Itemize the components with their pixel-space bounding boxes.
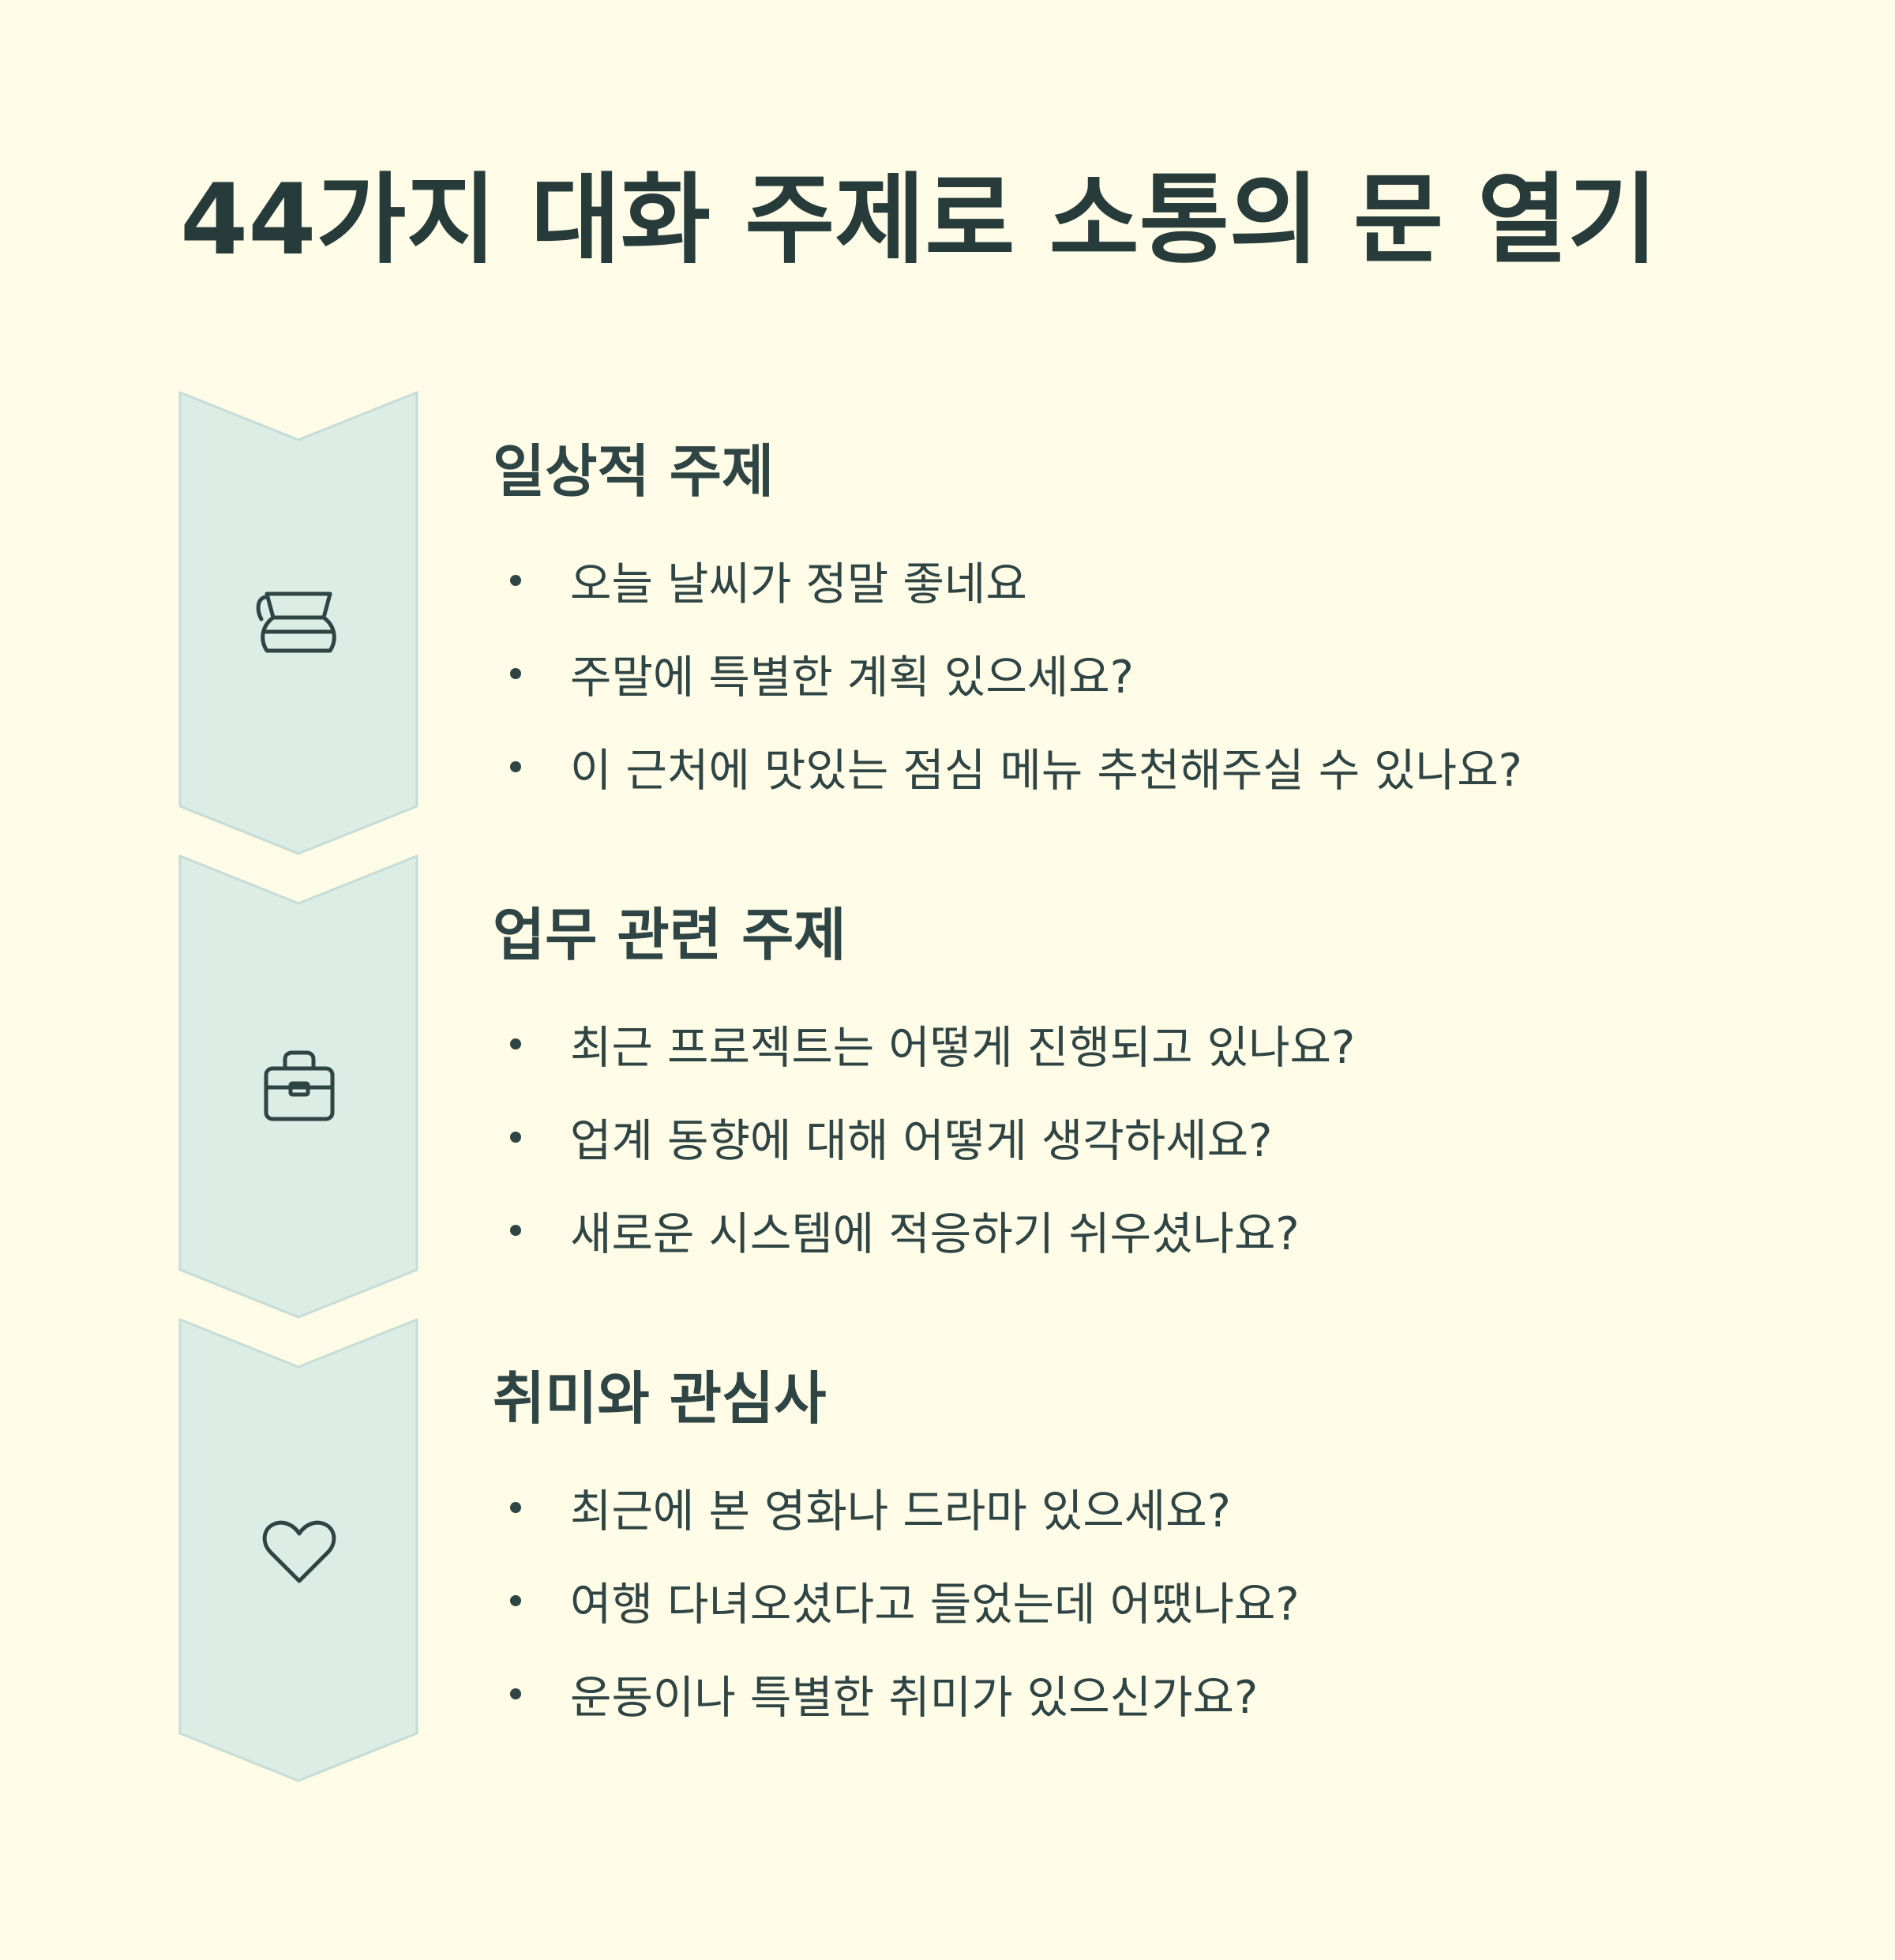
list-item-text: 운동이나 특별한 취미가 있으신가요?: [570, 1672, 1259, 1725]
list-item: 업계 동향에 대해 어떻게 생각하세요?: [493, 1091, 1835, 1184]
section-title: 일상적 주제: [493, 438, 775, 505]
list-item-text: 새로운 시스템에 적응하기 쉬우셨나요?: [570, 1208, 1300, 1261]
list-item-text: 최근에 본 영화나 드라마 있으세요?: [570, 1485, 1231, 1538]
chevron-step-1: [178, 391, 418, 855]
section-daily: 일상적 주제 오늘 날씨가 정말 좋네요 주말에 특별한 계획 있으세요? 이 …: [493, 437, 1835, 813]
section-title: 취미와 관심사: [493, 1365, 827, 1432]
bullet-dot: [510, 1038, 521, 1050]
list-item: 여행 다녀오셨다고 들었는데 어땠나요?: [493, 1554, 1835, 1647]
list-item: 주말에 특별한 계획 있으세요?: [493, 627, 1835, 720]
list-item: 운동이나 특별한 취미가 있으신가요?: [493, 1647, 1835, 1740]
bullet-dot: [510, 668, 521, 680]
chevron-step-2: [178, 854, 418, 1319]
page-title: 44가지 대화 주제로 소통의 문 열기: [180, 163, 1658, 277]
bullet-list: 최근에 본 영화나 드라마 있으세요? 여행 다녀오셨다고 들었는데 어땠나요?…: [493, 1461, 1835, 1740]
list-item: 이 근처에 맛있는 점심 메뉴 추천해주실 수 있나요?: [493, 720, 1835, 813]
chevron-step-3: [178, 1318, 418, 1782]
section-hobbies: 취미와 관심사 최근에 본 영화나 드라마 있으세요? 여행 다녀오셨다고 들었…: [493, 1365, 1835, 1740]
briefcase-icon: [264, 1050, 335, 1121]
coffee-pot-icon: [256, 591, 336, 653]
list-item-text: 이 근처에 맛있는 점심 메뉴 추천해주실 수 있나요?: [570, 745, 1522, 798]
heart-icon: [262, 1520, 336, 1583]
bullet-list: 최근 프로젝트는 어떻게 진행되고 있나요? 업계 동향에 대해 어떻게 생각하…: [493, 997, 1835, 1277]
bullet-dot: [510, 1225, 521, 1237]
list-item-text: 업계 동향에 대해 어떻게 생각하세요?: [570, 1115, 1273, 1168]
bullet-dot: [510, 1132, 521, 1143]
list-item-text: 최근 프로젝트는 어떻게 진행되고 있나요?: [570, 1022, 1356, 1075]
list-item-text: 여행 다녀오셨다고 들었는데 어땠나요?: [570, 1579, 1300, 1631]
list-item: 오늘 날씨가 정말 좋네요: [493, 534, 1835, 627]
bullet-dot: [510, 1595, 521, 1607]
bullet-list: 오늘 날씨가 정말 좋네요 주말에 특별한 계획 있으세요? 이 근처에 맛있는…: [493, 534, 1835, 813]
list-item: 새로운 시스템에 적응하기 쉬우셨나요?: [493, 1184, 1835, 1277]
list-item-text: 오늘 날씨가 정말 좋네요: [570, 558, 1027, 611]
section-work: 업무 관련 주제 최근 프로젝트는 어떻게 진행되고 있나요? 업계 동향에 대…: [493, 901, 1835, 1277]
bullet-dot: [510, 575, 521, 587]
bullet-dot: [510, 761, 521, 773]
list-item: 최근 프로젝트는 어떻게 진행되고 있나요?: [493, 997, 1835, 1091]
bullet-dot: [510, 1502, 521, 1514]
list-item-text: 주말에 특별한 계획 있으세요?: [570, 651, 1134, 704]
bullet-dot: [510, 1688, 521, 1700]
list-item: 최근에 본 영화나 드라마 있으세요?: [493, 1461, 1835, 1554]
section-title: 업무 관련 주제: [493, 902, 846, 968]
